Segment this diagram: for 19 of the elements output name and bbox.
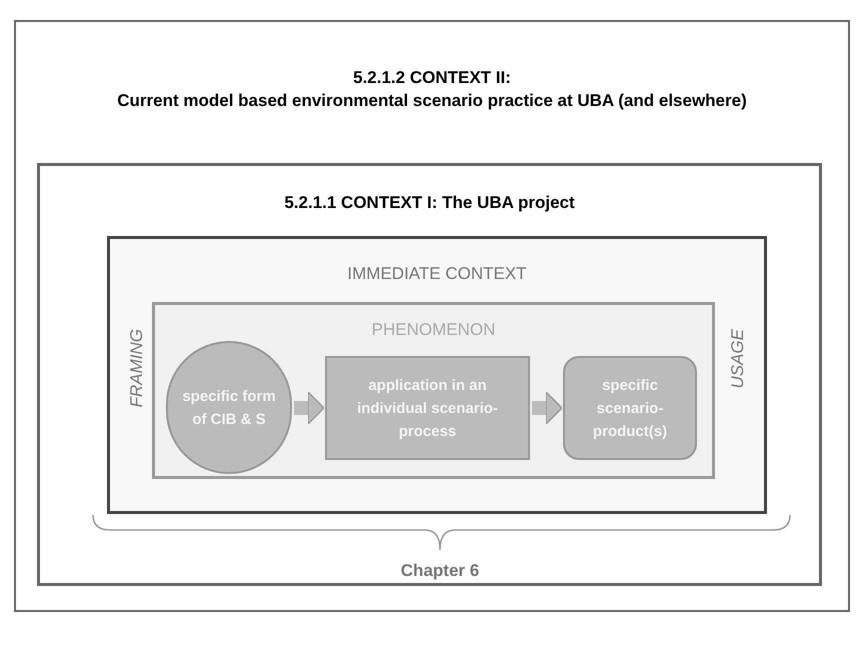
block-arrow xyxy=(532,391,563,425)
immediate-context-box xyxy=(107,236,767,514)
heading: 5.2.1.1 CONTEXT I: The UBA project xyxy=(283,192,576,214)
context-box xyxy=(37,163,822,586)
node-text: application in an individual scenario-process xyxy=(356,376,499,442)
chapter-label: Chapter 6 xyxy=(400,560,480,582)
phenomenon-box xyxy=(152,302,715,479)
outer-context-box xyxy=(14,20,850,612)
side-label: USAGE xyxy=(726,329,748,389)
heading: IMMEDIATE CONTEXT xyxy=(346,263,528,285)
process-box xyxy=(325,356,530,460)
block-arrow xyxy=(294,391,325,425)
heading: PHENOMENON xyxy=(370,319,496,341)
heading: Current model based environmental scenario practice at UBA (and elsewhere) xyxy=(116,90,748,112)
node-text: specific scenario-product(s) xyxy=(592,376,668,442)
node-text: specific form of CIB & S xyxy=(181,386,277,430)
heading: 5.2.1.2 CONTEXT II: xyxy=(352,67,512,89)
side-label: FRAMING xyxy=(126,329,147,408)
rounded-process-box xyxy=(563,356,697,460)
